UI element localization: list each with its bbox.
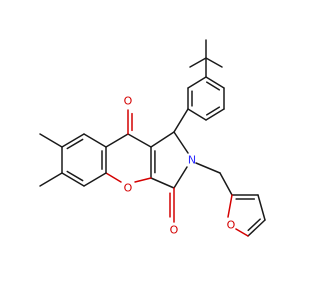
n-ch2-bond (195, 162, 221, 174)
pyranone-bond (105, 172, 122, 183)
ch2-furan-bond (219, 172, 233, 196)
ring-bond (150, 177, 175, 189)
molecule-structure-diagram: O O O N O (39, 39, 266, 237)
benzo-bond (66, 170, 84, 182)
furan-bond (235, 228, 249, 237)
phenyl-bond (205, 81, 221, 91)
furan-bond (257, 194, 266, 221)
phenyl-bond (187, 76, 207, 89)
benzo-bond (61, 172, 85, 187)
aryl-bond (173, 108, 189, 133)
ring-bond (173, 131, 189, 154)
pyranone-bond (105, 133, 129, 148)
ring-bond (150, 131, 175, 148)
furan-bond (247, 219, 266, 237)
ring-bond (173, 166, 188, 189)
phenyl-bond (205, 76, 225, 89)
benzo-bond (66, 138, 84, 150)
furan-bond (227, 194, 233, 218)
methyl-bond (39, 172, 63, 187)
pyranone-bond (134, 177, 152, 183)
methyl-bond (205, 57, 223, 68)
pyranone-bond (127, 133, 152, 148)
carbonyl-top-oxygen-label: O (124, 95, 133, 108)
bond-skeleton (39, 39, 266, 237)
nitrogen-label: N (188, 154, 196, 167)
furan-oxygen-label: O (227, 219, 236, 232)
carbonyl-right-oxygen-label: O (170, 224, 179, 237)
benzo-bond (83, 172, 107, 187)
furan-bond (247, 218, 261, 232)
methyl-bond (39, 133, 63, 148)
phenyl-bond (205, 108, 225, 121)
phenyl-bond (187, 108, 207, 121)
benzo-bond (83, 133, 107, 148)
phenyl-bond (205, 106, 221, 116)
methyl-bond (189, 57, 207, 68)
ring-oxygen-label: O (124, 182, 133, 195)
benzo-bond (61, 133, 85, 148)
